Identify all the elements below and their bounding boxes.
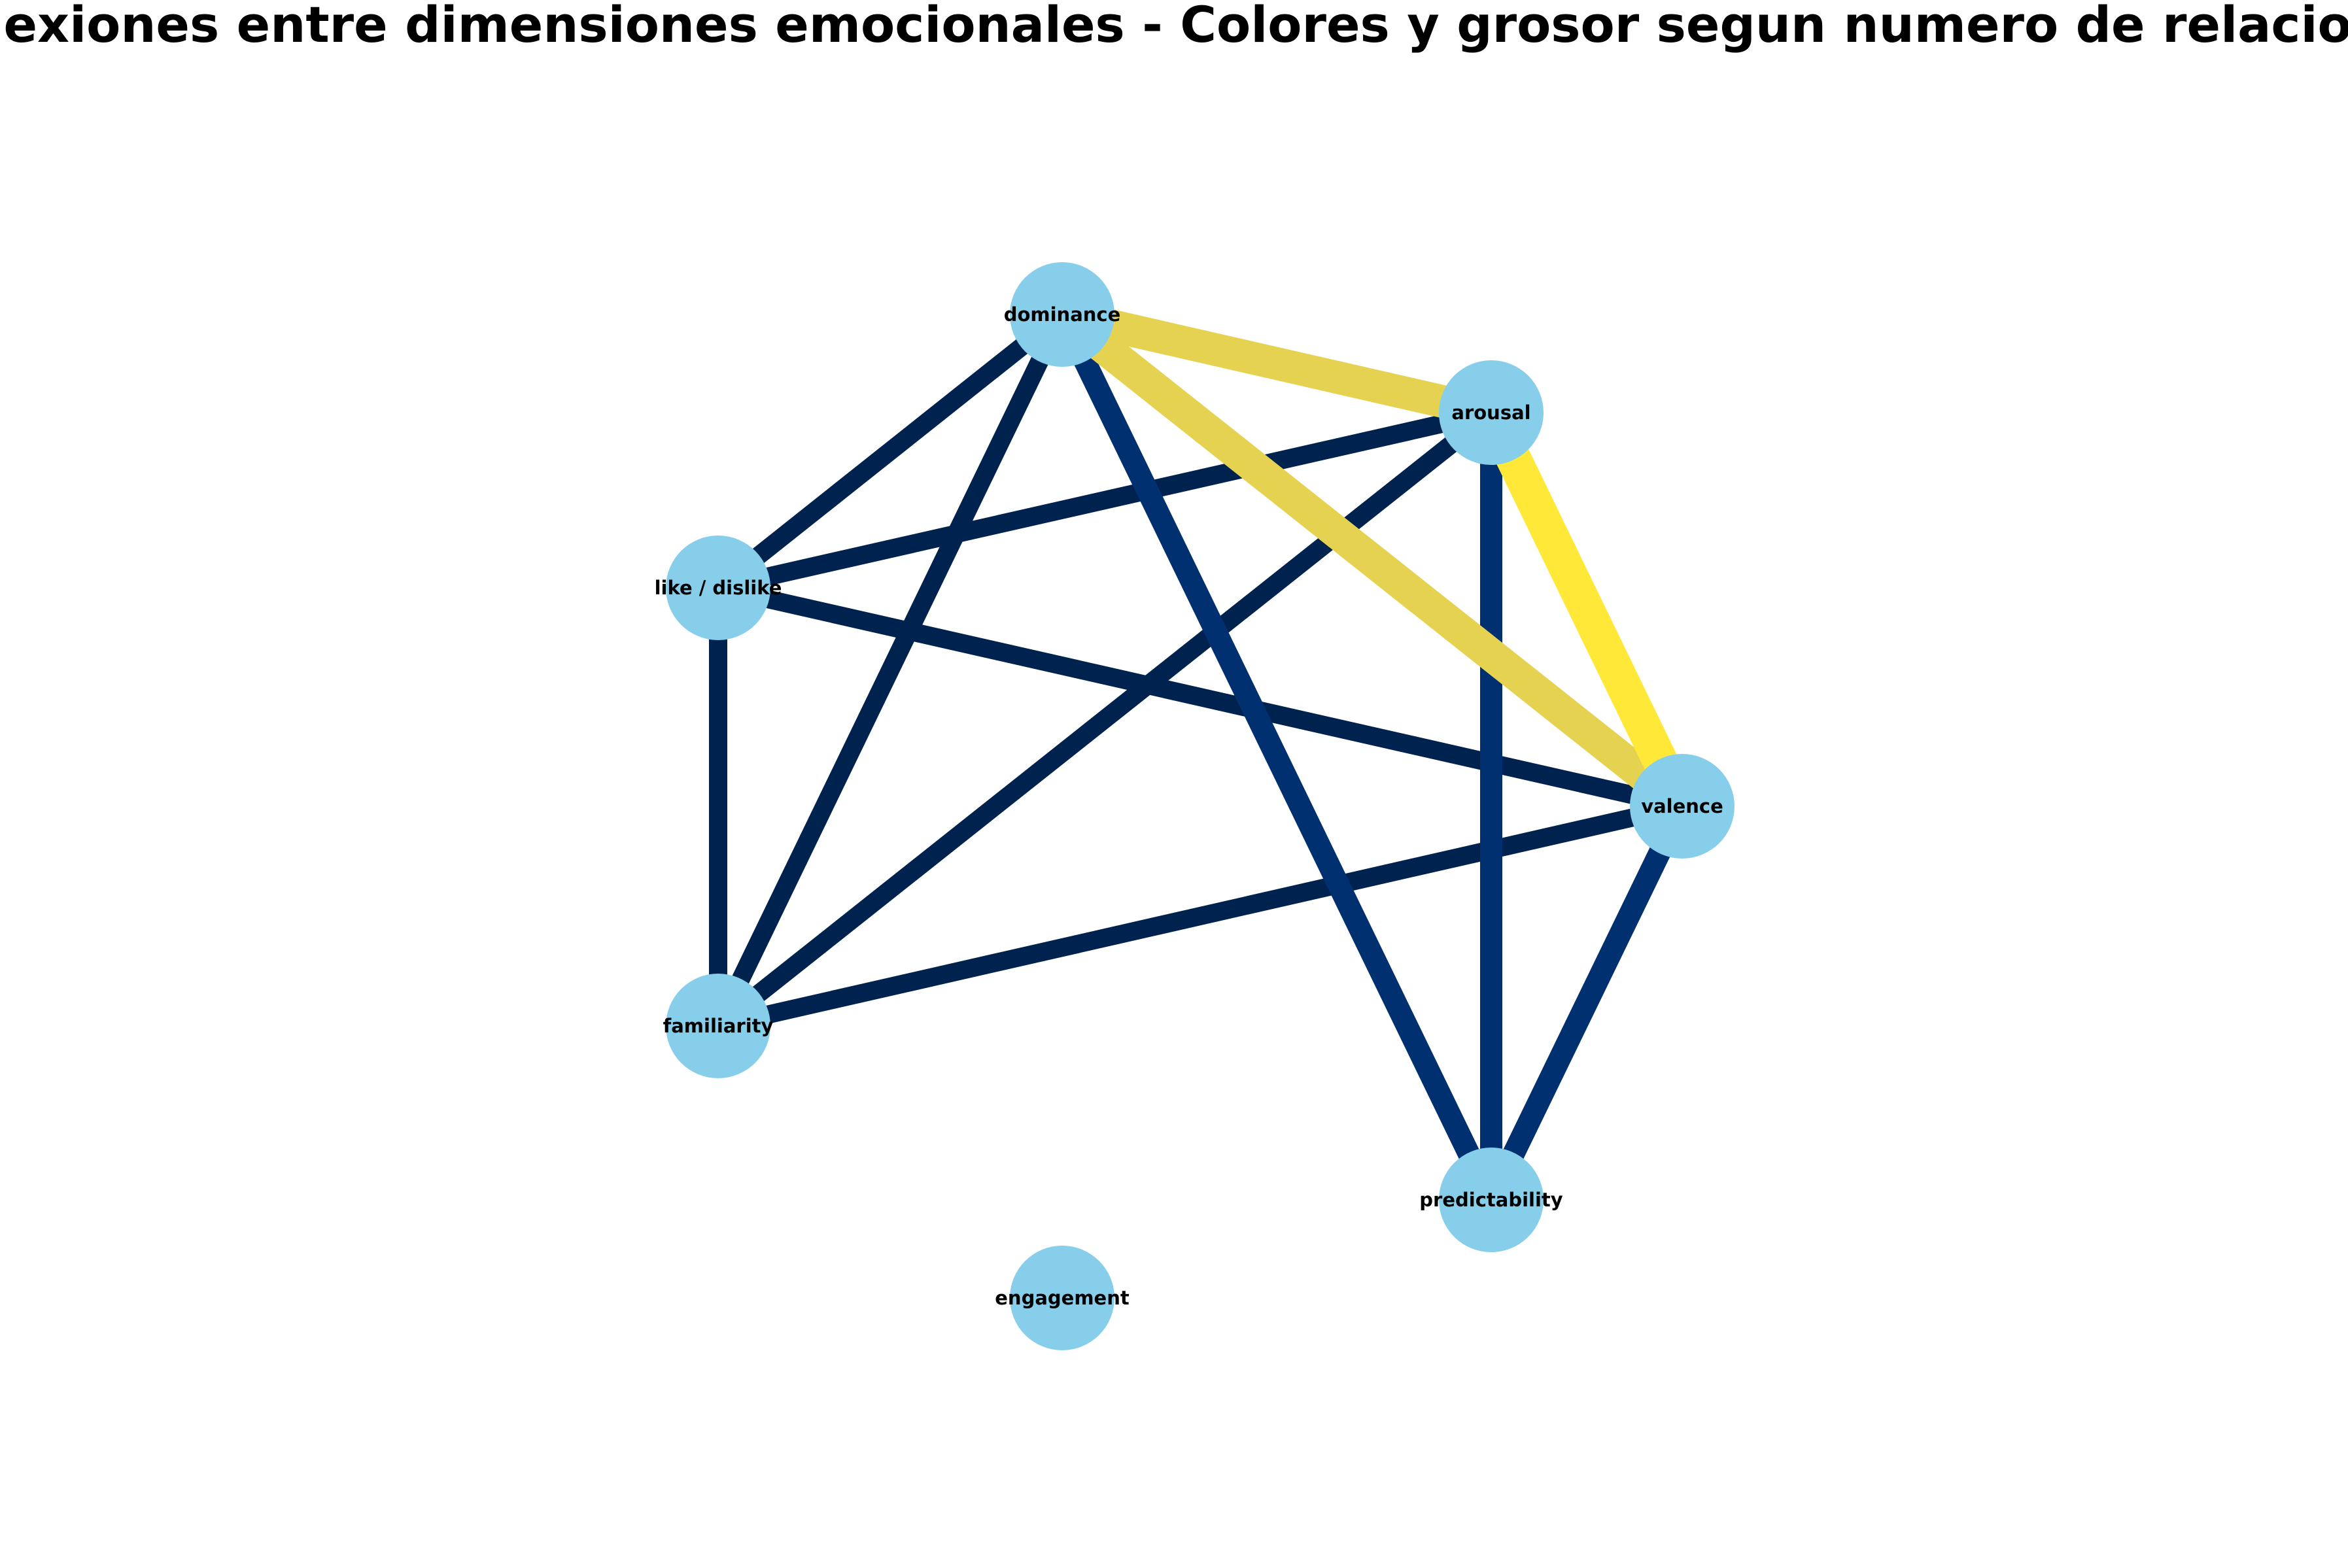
- node-dominance: dominance: [1004, 262, 1121, 367]
- node-circle: [666, 974, 770, 1078]
- chart-title: Conexiones entre dimensiones emocionales…: [0, 0, 2348, 54]
- edge-dominance-like_dislike: [712, 307, 1068, 595]
- node-circle: [1630, 754, 1735, 859]
- node-familiarity: familiarity: [663, 974, 774, 1078]
- edges-layer: [709, 298, 1699, 1205]
- node-circle: [1439, 360, 1544, 465]
- node-label: predictability: [1419, 1189, 1562, 1211]
- edge-valence-predictability: [1481, 801, 1693, 1205]
- node-label: engagement: [995, 1287, 1130, 1309]
- edge-dominance-arousal: [1058, 298, 1495, 429]
- edge-arousal-like_dislike: [716, 403, 1494, 597]
- node-label: familiarity: [663, 1015, 774, 1037]
- node-circle: [1439, 1148, 1544, 1252]
- edge-familiarity-valence: [716, 797, 1685, 1035]
- node-label: valence: [1641, 795, 1723, 817]
- node-valence: valence: [1630, 754, 1735, 859]
- nodes-layer: dominance arousal like / dislike valence fam…: [655, 262, 1735, 1350]
- node-label: like / dislike: [655, 577, 782, 599]
- edge-like_dislike-valence: [716, 579, 1685, 815]
- node-engagement: engagement: [995, 1246, 1130, 1350]
- node-arousal: arousal: [1439, 360, 1544, 465]
- node-like_dislike: like / dislike: [655, 536, 782, 640]
- edge-dominance-predictability: [1052, 309, 1502, 1205]
- node-circle: [666, 536, 770, 640]
- edge-arousal-valence: [1475, 405, 1699, 814]
- node-circle: [1010, 262, 1114, 367]
- node-circle: [1010, 1246, 1114, 1350]
- edge-dominance-valence: [1052, 301, 1693, 819]
- edge-dominance-familiarity: [710, 310, 1071, 1031]
- node-label: arousal: [1451, 401, 1530, 424]
- edge-arousal-familiarity: [712, 405, 1497, 1033]
- node-predictability: predictability: [1419, 1148, 1563, 1252]
- node-label: dominance: [1004, 303, 1121, 326]
